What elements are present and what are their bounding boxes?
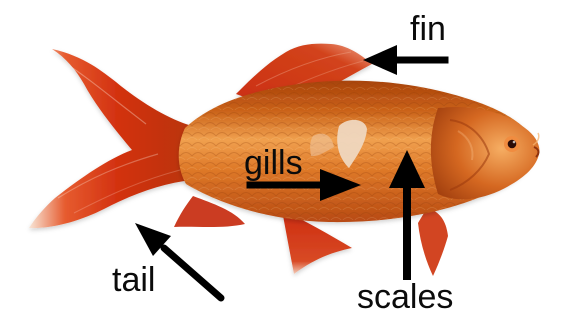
scales-label: scales bbox=[357, 280, 453, 314]
tail-label: tail bbox=[112, 263, 155, 297]
gills-label: gills bbox=[244, 146, 303, 180]
fin-label: fin bbox=[410, 12, 446, 46]
